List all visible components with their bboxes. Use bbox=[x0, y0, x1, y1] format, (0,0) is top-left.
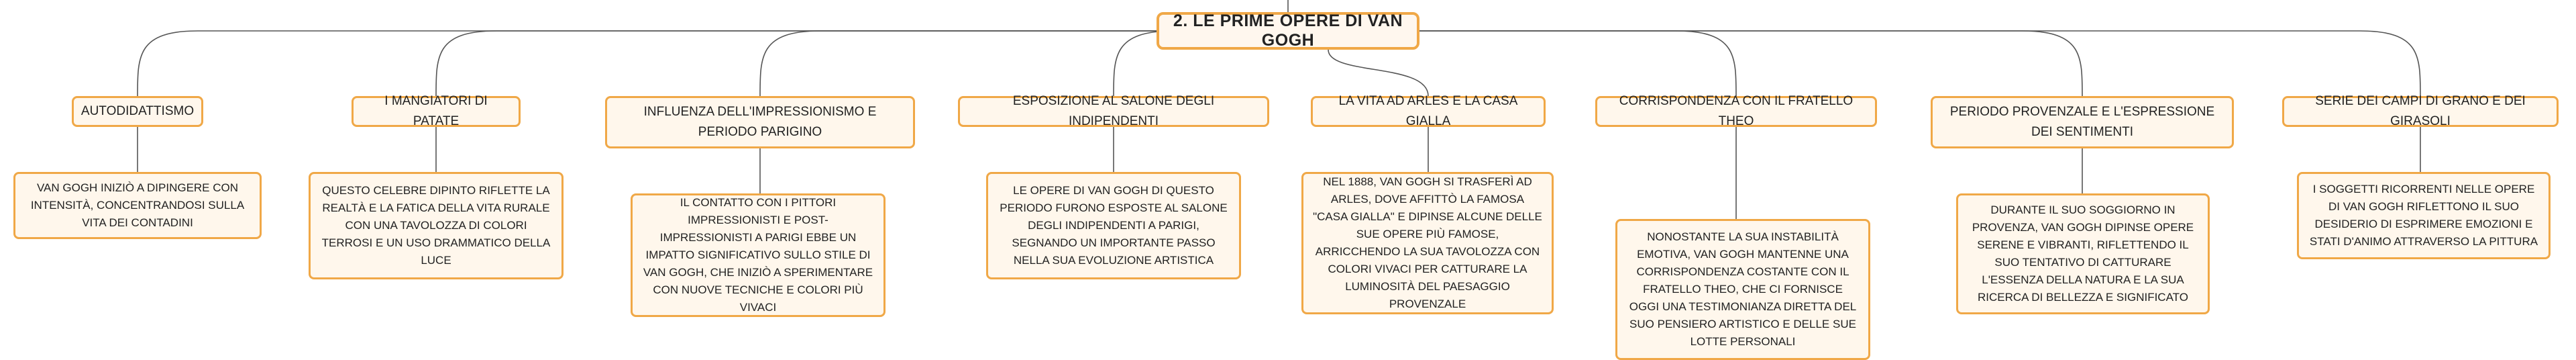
branch-desc-text: NONOSTANTE LA SUA INSTABILITÀ EMOTIVA, V… bbox=[1629, 230, 1857, 348]
branch-connector bbox=[1419, 30, 1737, 97]
connector-lines bbox=[137, 0, 2421, 219]
branch-desc-text: I SOGGETTI RICORRENTI NELLE OPERE DI VAN… bbox=[2309, 183, 2538, 248]
branch-desc-theo[interactable]: NONOSTANTE LA SUA INSTABILITÀ EMOTIVA, V… bbox=[1615, 219, 1870, 360]
branch-desc-text: NEL 1888, VAN GOGH SI TRASFERÌ AD ARLES,… bbox=[1313, 175, 1542, 310]
branch-title-label: CORRISPONDENZA CON IL FRATELLO THEO bbox=[1619, 94, 1854, 128]
branch-desc-text: DURANTE IL SUO SOGGIORNO IN PROVENZA, VA… bbox=[1972, 204, 2194, 304]
branch-desc-impressionismo[interactable]: IL CONTATTO CON I PITTORI IMPRESSIONISTI… bbox=[631, 193, 885, 317]
branch-desc-salone[interactable]: LE OPERE DI VAN GOGH DI QUESTO PERIODO F… bbox=[986, 172, 1241, 279]
branch-desc-text: VAN GOGH INIZIÒ A DIPINGERE CON INTENSIT… bbox=[30, 181, 245, 229]
branch-title-impressionismo[interactable]: INFLUENZA DELL'IMPRESSIONISMO E PERIODO … bbox=[605, 96, 915, 148]
branch-title-provenzale[interactable]: PERIODO PROVENZALE E L'ESPRESSIONE DEI S… bbox=[1931, 96, 2234, 148]
root-label: 2. LE PRIME OPERE DI VAN GOGH bbox=[1173, 11, 1403, 50]
branch-title-label: LA VITA AD ARLES E LA CASA GIALLA bbox=[1338, 94, 1518, 128]
branch-desc-mangiatori[interactable]: QUESTO CELEBRE DIPINTO RIFLETTE LA REALT… bbox=[309, 172, 564, 279]
branch-connector bbox=[137, 30, 1157, 97]
branch-desc-autodidattismo[interactable]: VAN GOGH INIZIÒ A DIPINGERE CON INTENSIT… bbox=[13, 172, 262, 239]
mind-map: 2. LE PRIME OPERE DI VAN GOGH AUTODIDATT… bbox=[13, 0, 2559, 360]
branch-connector bbox=[759, 30, 1157, 97]
branch-title-girasoli[interactable]: SERIE DEI CAMPI DI GRANO E DEI GIRASOLI bbox=[2282, 94, 2559, 128]
branch-desc-arles[interactable]: NEL 1888, VAN GOGH SI TRASFERÌ AD ARLES,… bbox=[1301, 172, 1554, 314]
branch-title-label: INFLUENZA DELL'IMPRESSIONISMO E PERIODO … bbox=[643, 105, 877, 139]
branch-title-label: AUTODIDATTISMO bbox=[80, 104, 195, 118]
branch-title-label: ESPOSIZIONE AL SALONE DEGLI INDIPENDENTI bbox=[1012, 94, 1215, 128]
branch-desc-text: QUESTO CELEBRE DIPINTO RIFLETTE LA REALT… bbox=[321, 184, 551, 267]
branch-title-arles[interactable]: LA VITA AD ARLES E LA CASA GIALLA bbox=[1311, 94, 1546, 128]
branch-title-salone[interactable]: ESPOSIZIONE AL SALONE DEGLI INDIPENDENTI bbox=[958, 94, 1269, 128]
branch-desc-girasoli[interactable]: I SOGGETTI RICORRENTI NELLE OPERE DI VAN… bbox=[2297, 172, 2551, 259]
branch-connector bbox=[1419, 30, 2421, 97]
branch-title-label: SERIE DEI CAMPI DI GRANO E DEI GIRASOLI bbox=[2315, 94, 2526, 128]
branch-title-autodidattismo[interactable]: AUTODIDATTISMO bbox=[72, 96, 203, 127]
branch-desc-text: IL CONTATTO CON I PITTORI IMPRESSIONISTI… bbox=[643, 196, 873, 314]
branch-title-label: PERIODO PROVENZALE E L'ESPRESSIONE DEI S… bbox=[1949, 105, 2215, 139]
branch-title-theo[interactable]: CORRISPONDENZA CON IL FRATELLO THEO bbox=[1595, 94, 1877, 128]
branch-connector bbox=[435, 30, 1157, 97]
branch-title-mangiatori[interactable]: I MANGIATORI DI PATATE bbox=[352, 94, 521, 128]
branch-title-label: I MANGIATORI DI PATATE bbox=[384, 94, 488, 128]
branch-desc-provenzale[interactable]: DURANTE IL SUO SOGGIORNO IN PROVENZA, VA… bbox=[1956, 193, 2210, 314]
branch-connector bbox=[1328, 49, 1429, 97]
root-node[interactable]: 2. LE PRIME OPERE DI VAN GOGH bbox=[1157, 11, 1419, 50]
branch-connector bbox=[1419, 30, 2083, 97]
branch-desc-text: LE OPERE DI VAN GOGH DI QUESTO PERIODO F… bbox=[1000, 184, 1228, 267]
